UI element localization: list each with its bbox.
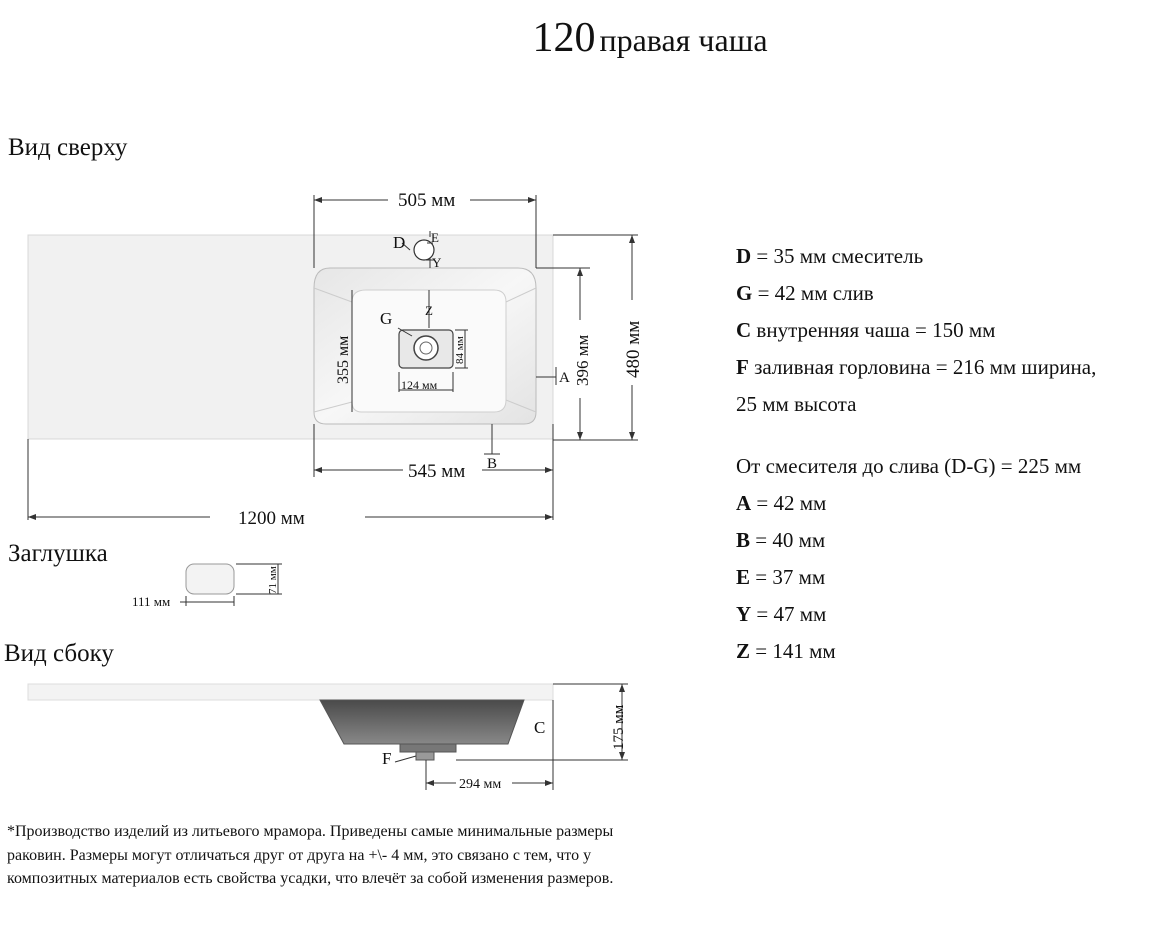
dim-side-width: 294 мм (459, 777, 501, 792)
dim-depth: 480 мм (623, 321, 644, 378)
dim-plug-height: 71 мм (267, 566, 279, 594)
dim-inner-width: 545 мм (408, 461, 465, 482)
spec-text: = 42 мм слив (752, 281, 874, 305)
dim-drain-height: 84 мм (454, 336, 466, 364)
marker-e: E (431, 230, 439, 245)
page-title: 120 правая чаша (0, 14, 1152, 62)
spec-key: Y (736, 602, 752, 626)
spec-text: = 42 мм (751, 491, 827, 515)
spec-row-f-height: 25 мм высота (736, 386, 1096, 423)
spec-text: 25 мм высота (736, 392, 857, 416)
marker-z: Z (425, 303, 433, 318)
side-view-heading: Вид сбоку (4, 640, 114, 667)
title-text: правая чаша (599, 22, 768, 58)
dim-drain-width: 124 мм (401, 378, 438, 392)
spec-text: = 35 мм смеситель (751, 244, 924, 268)
spec-row-a: A = 42 мм (736, 485, 1096, 522)
spec-key: G (736, 281, 753, 305)
marker-b: B (487, 456, 497, 472)
dim-bowl-depth: 396 мм (573, 334, 592, 386)
faucet-hole (413, 239, 435, 261)
spec-key: A (736, 491, 752, 515)
spec-text: От смесителя до слива (D-G) = 225 мм (736, 454, 1082, 478)
spec-row-d: D = 35 мм смеситель (736, 238, 1096, 275)
side-view-drawing (27, 683, 628, 790)
dim-plug-width: 111 мм (132, 594, 170, 609)
spec-row-c: C внутренняя чаша = 150 мм (736, 312, 1096, 349)
spec-text: = 37 мм (750, 565, 826, 589)
spec-text: внутренняя чаша = 150 мм (751, 318, 996, 342)
spec-text: = 47 мм (751, 602, 827, 626)
marker-a: A (559, 370, 570, 386)
spec-text: = 40 мм (750, 528, 826, 552)
top-view-heading: Вид сверху (8, 134, 128, 161)
marker-c: C (534, 718, 545, 737)
spec-row-e: E = 37 мм (736, 559, 1096, 596)
spec-row-y: Y = 47 мм (736, 596, 1096, 633)
spec-list: D = 35 мм смеситель G = 42 мм слив C вну… (736, 238, 1096, 670)
spec-key: F (736, 355, 749, 379)
spec-row-g: G = 42 мм слив (736, 275, 1096, 312)
marker-d: D (393, 233, 405, 252)
spec-row-z: Z = 141 мм (736, 633, 1096, 670)
spec-key: D (736, 244, 752, 268)
spec-key: B (736, 528, 751, 552)
dim-total-width: 1200 мм (238, 508, 305, 529)
spec-row-dg: От смесителя до слива (D-G) = 225 мм (736, 448, 1096, 485)
dim-top-width: 505 мм (398, 190, 455, 211)
spec-key: E (736, 565, 751, 589)
plug-heading: Заглушка (8, 540, 108, 567)
title-number: 120 (532, 15, 596, 61)
spec-key: Z (736, 639, 751, 663)
spec-text: заливная горловина = 216 мм ширина, (748, 355, 1097, 379)
spec-key: C (736, 318, 752, 342)
marker-g: G (380, 309, 392, 328)
spec-row-b: B = 40 мм (736, 522, 1096, 559)
marker-y: Y (432, 255, 442, 270)
spec-row-f: F заливная горловина = 216 мм ширина, (736, 349, 1096, 386)
footnote: *Производство изделий из литьевого мрамо… (7, 823, 614, 887)
spec-text: = 141 мм (750, 639, 836, 663)
dim-side-height: 175 мм (611, 704, 627, 750)
plug-drawing (180, 563, 282, 606)
marker-f: F (382, 749, 391, 768)
top-view-drawing (27, 195, 638, 520)
dim-inner-depth: 355 мм (335, 336, 352, 384)
